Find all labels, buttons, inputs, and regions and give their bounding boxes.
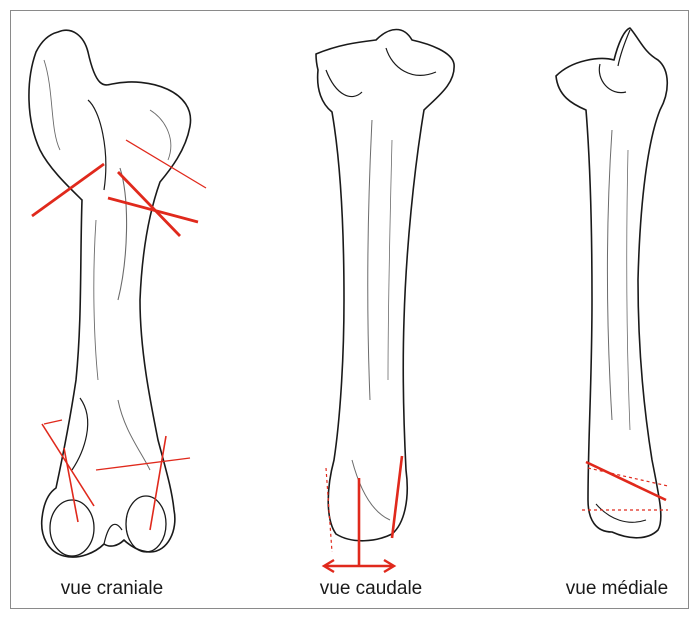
tibia-caudal-outline (316, 30, 454, 541)
tibia-caudal-view (316, 30, 454, 541)
caption-caudal-view: vue caudale (320, 578, 422, 600)
tibia-medial-outline (556, 28, 667, 538)
tibia-medial-view (556, 28, 667, 538)
femur-cranial-outline (29, 30, 191, 557)
caption-cranial-view: vue craniale (61, 578, 163, 600)
femur-cranial-view (29, 30, 191, 557)
caption-medial-view: vue médiale (566, 578, 668, 600)
